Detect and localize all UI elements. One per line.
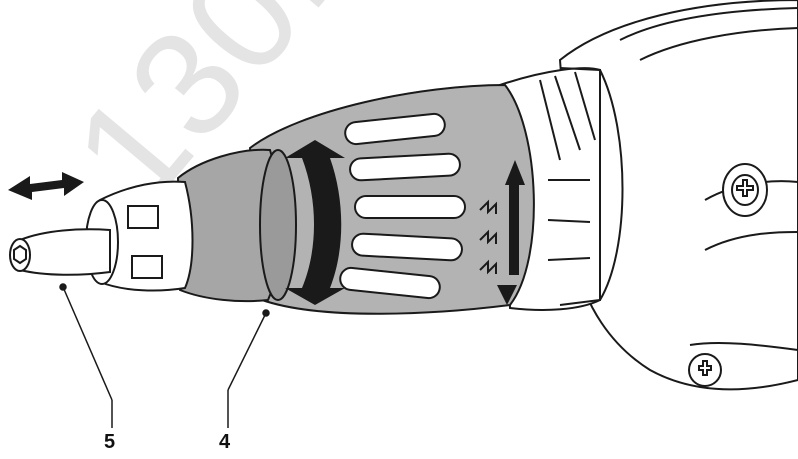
nose-cone (176, 148, 297, 303)
leader-lines (59, 283, 270, 428)
callout-bit-holder: 5 (104, 431, 116, 453)
rotation-arrow (285, 140, 345, 305)
housing-screw-top (722, 163, 768, 217)
bit-holder (9, 228, 111, 276)
depth-scale (479, 160, 525, 305)
callout-depth-collar: 4 (219, 431, 231, 453)
axial-movement-arrow (8, 172, 84, 200)
housing-screw-bottom (688, 353, 722, 387)
